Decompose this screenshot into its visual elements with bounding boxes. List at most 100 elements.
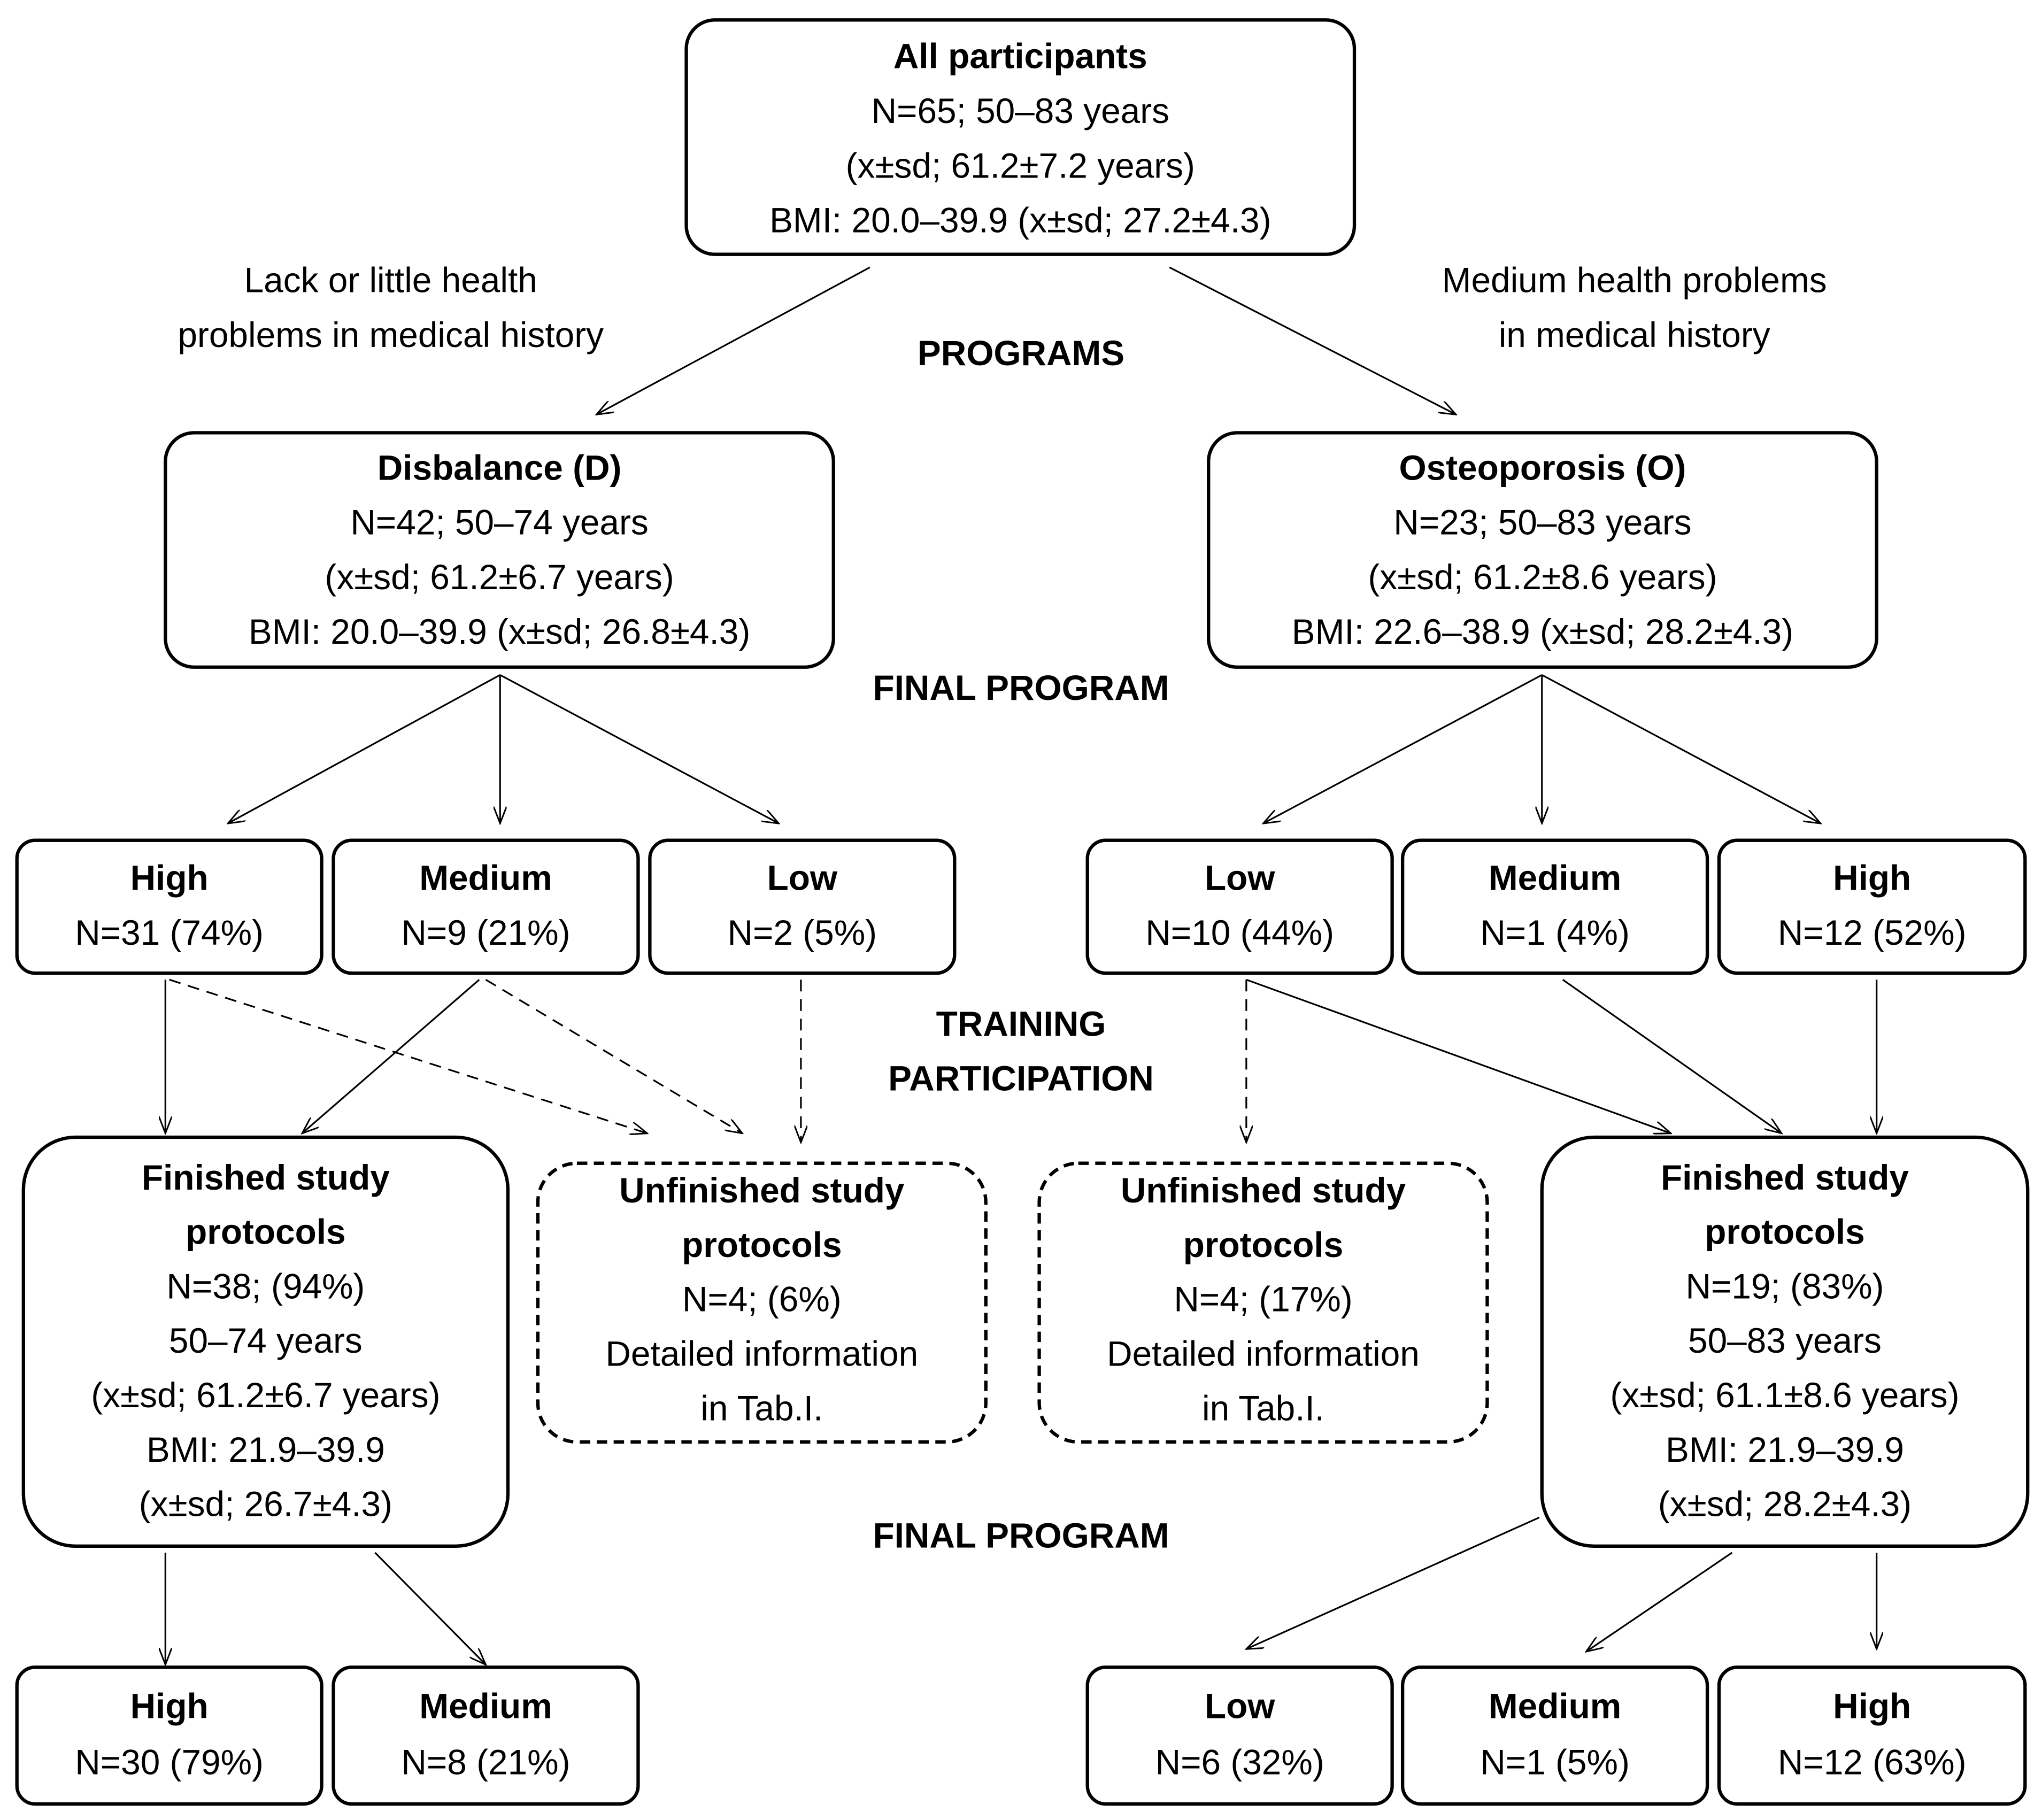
node-title: High (1833, 1686, 1911, 1726)
node-detail: BMI: 20.0–39.9 (x±sd; 27.2±4.3) (769, 200, 1271, 240)
node-detail: (x±sd; 61.1±8.6 years) (1610, 1375, 1959, 1415)
node-title: Osteoporosis (O) (1399, 448, 1686, 487)
node-box (1717, 1665, 2027, 1806)
dashed-arrow (485, 978, 742, 1133)
final-program-label: FINAL PROGRAM (873, 668, 1169, 707)
node-detail: BMI: 20.0–39.9 (x±sd; 26.8±4.3) (249, 612, 750, 651)
node-box (332, 838, 640, 975)
node-detail: (x±sd; 28.2±4.3) (1658, 1484, 1912, 1524)
arrow (1246, 978, 1671, 1133)
left-branch-label: problems in medical history (178, 315, 604, 354)
node-detail: N=1 (4%) (1480, 913, 1630, 952)
node-detail: N=12 (63%) (1778, 1742, 1967, 1782)
node-box (332, 1665, 640, 1806)
node-box (684, 18, 1357, 256)
node-title: High (130, 1686, 209, 1726)
node-detail: N=31 (74%) (75, 913, 264, 952)
node-title: All participants (893, 36, 1147, 76)
node-detail: (x±sd; 61.2±8.6 years) (1368, 557, 1717, 597)
arrow (1586, 1552, 1733, 1652)
node-detail: (x±sd; 61.2±6.7 years) (91, 1375, 440, 1415)
arrow (1263, 674, 1543, 823)
node-detail: N=19; (83%) (1686, 1266, 1884, 1306)
arrow (499, 674, 779, 823)
node-box (1207, 431, 1878, 669)
participation-label: PARTICIPATION (888, 1059, 1154, 1098)
node-title: Medium (419, 858, 552, 898)
node-box (1717, 838, 2027, 975)
node-detail: N=42; 50–74 years (350, 503, 648, 542)
node-title: Low (1205, 1686, 1275, 1726)
arrow (228, 674, 501, 823)
node-detail: 50–74 years (169, 1321, 363, 1360)
node-detail: N=30 (79%) (75, 1742, 264, 1782)
programs-label: PROGRAMS (918, 333, 1124, 373)
node-detail: N=8 (21%) (401, 1742, 570, 1782)
node-title: High (130, 858, 209, 898)
node-detail: (x±sd; 61.2±7.2 years) (846, 145, 1195, 185)
right-branch-label: in medical history (1499, 315, 1770, 354)
node-box (15, 838, 323, 975)
node-detail: BMI: 22.6–38.9 (x±sd; 28.2±4.3) (1292, 612, 1793, 651)
node-detail: Detailed information (1107, 1334, 1420, 1374)
arrow (302, 979, 480, 1133)
node-detail: N=1 (5%) (1480, 1742, 1630, 1782)
node-box (15, 1665, 323, 1806)
node-box (536, 1161, 988, 1444)
left-branch-label: Lack or little health (244, 260, 537, 300)
node-title: Unfinished study (619, 1170, 905, 1210)
node-detail: N=65; 50–83 years (872, 91, 1169, 130)
node-box (1400, 838, 1709, 975)
right-branch-label: Medium health problems (1442, 260, 1827, 300)
node-title: protocols (682, 1225, 842, 1264)
node-detail: N=6 (32%) (1155, 1742, 1324, 1782)
node-detail: N=4; (17%) (1174, 1279, 1352, 1319)
node-detail: N=23; 50–83 years (1393, 503, 1691, 542)
node-detail: N=9 (21%) (401, 913, 570, 952)
labels: PROGRAMS FINAL PROGRAM TRAINING PARTICIP… (178, 260, 1827, 1555)
node-title: Medium (1489, 858, 1621, 898)
arrow (596, 266, 870, 414)
node-detail: N=4; (6%) (682, 1279, 842, 1319)
node-detail: 50–83 years (1688, 1321, 1882, 1360)
node-box (164, 431, 835, 669)
dashed-arrow (169, 978, 648, 1133)
node-title: Disbalance (D) (377, 448, 622, 487)
node-detail: (x±sd; 61.2±6.7 years) (325, 557, 674, 597)
node-box (648, 838, 957, 975)
node-box (21, 1135, 510, 1548)
node-title: Unfinished study (1121, 1170, 1406, 1210)
node-detail: (x±sd; 26.7±4.3) (139, 1484, 392, 1524)
node-detail: Detailed information (605, 1334, 918, 1374)
node-box (1085, 1665, 1394, 1806)
node-detail: N=10 (44%) (1145, 913, 1334, 952)
node-title: High (1833, 858, 1911, 898)
node-osteoporosis: Osteoporosis (O) N=23; 50–83 years (x±sd; … (1207, 431, 1878, 669)
arrow (1562, 979, 1782, 1133)
node-title: Finished study (1661, 1158, 1909, 1197)
node-detail: BMI: 21.9–39.9 (1666, 1430, 1904, 1469)
arrow (374, 1552, 486, 1664)
node-detail: N=12 (52%) (1778, 913, 1967, 952)
node-title: Low (1205, 858, 1275, 898)
final-program-label-2: FINAL PROGRAM (873, 1516, 1169, 1555)
node-detail: in Tab.I. (700, 1388, 823, 1428)
node-disbalance: Disbalance (D) N=42; 50–74 years (x±sd; 61… (164, 431, 835, 669)
arrow (1541, 674, 1821, 823)
arrows (165, 266, 1876, 1664)
node-detail: N=38; (94%) (166, 1266, 365, 1306)
arrow (1246, 1516, 1540, 1649)
node-title: Low (767, 858, 838, 898)
node-detail: in Tab.I. (1202, 1388, 1324, 1428)
node-box (1400, 1665, 1709, 1806)
